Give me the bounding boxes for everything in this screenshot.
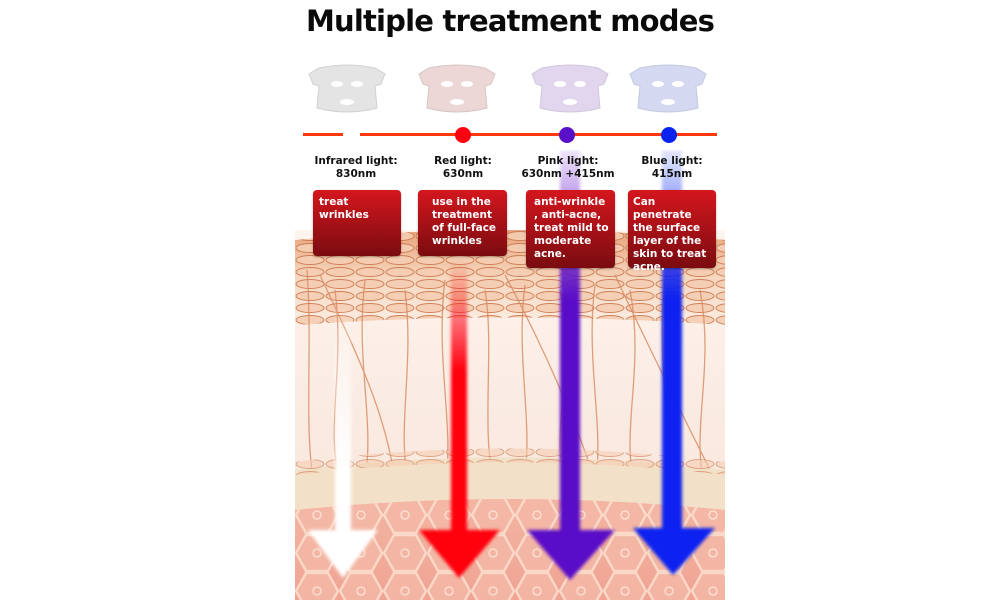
blue-beam-arrow (633, 150, 715, 575)
page-title: Multiple treatment modes (305, 4, 715, 38)
mask-pink-icon (531, 64, 609, 113)
light-beams (308, 150, 715, 580)
treatment-modes-poster: Multiple treatment modes (295, 0, 725, 600)
mode-wavelength: 830nm (335, 168, 377, 180)
mode-label-pink: Pink light: 630nm +415nm (513, 155, 623, 181)
mask-infrared-icon (308, 64, 386, 113)
mask-red-icon (418, 64, 496, 113)
mode-name: Infrared light: (314, 155, 398, 167)
mode-label-red: Red light: 630nm (408, 155, 518, 181)
card-pink-description: anti-wrinkle , anti-acne, treat mild to … (526, 190, 615, 268)
mode-label-blue: Blue light: 415nm (617, 155, 725, 181)
mode-name: Blue light: (641, 155, 703, 167)
red-light-dot (455, 127, 471, 143)
card-red-description: use in the treatment of full-face wrinkl… (418, 190, 507, 256)
card-blue-description: Can penetrate the surface layer of the s… (628, 190, 716, 273)
mask-blue-icon (629, 64, 707, 113)
skin-layers-illustration (295, 230, 725, 600)
mode-name: Red light: (434, 155, 492, 167)
mode-wavelength: 415nm (651, 168, 693, 180)
pink-light-dot (559, 127, 575, 143)
pink-beam-arrow (527, 150, 615, 580)
mode-name: Pink light: (537, 155, 599, 167)
mode-wavelength: 630nm (442, 168, 484, 180)
blue-light-dot (661, 127, 677, 143)
red-beam-arrow (419, 260, 500, 578)
infrared-beam-arrow (308, 300, 378, 578)
card-infrared-description: treat wrinkles (313, 190, 401, 256)
mode-wavelength: 630nm +415nm (521, 168, 615, 180)
timeline-line (360, 133, 717, 136)
timeline-segment (303, 133, 343, 136)
mode-label-infrared: Infrared light: 830nm (301, 155, 411, 181)
